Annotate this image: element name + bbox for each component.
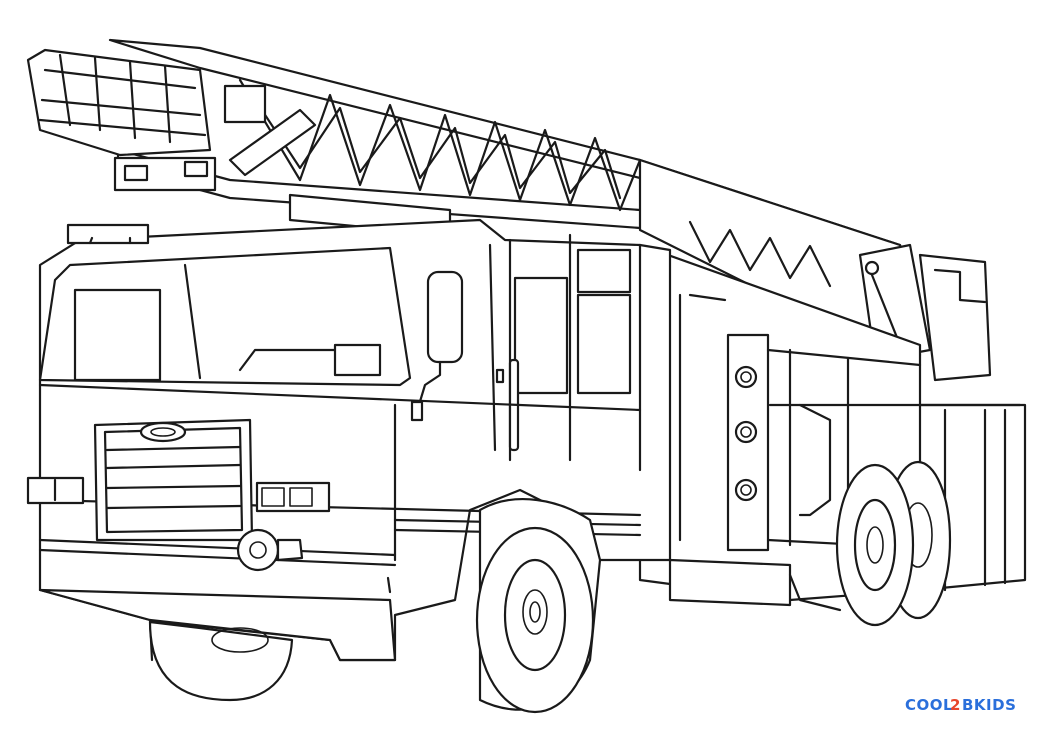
svg-text:2: 2 bbox=[950, 696, 961, 714]
cab bbox=[26, 218, 672, 662]
front-right-wheel bbox=[475, 498, 602, 714]
front-left-wheel bbox=[148, 620, 294, 702]
rear-wheels bbox=[788, 460, 952, 627]
aerial-ladder bbox=[26, 38, 992, 382]
svg-text:BKIDS: BKIDS bbox=[962, 696, 1016, 714]
svg-text:COOL: COOL bbox=[905, 696, 953, 714]
cool2bkids-logo: COOL 2 BKIDS bbox=[905, 696, 1016, 714]
